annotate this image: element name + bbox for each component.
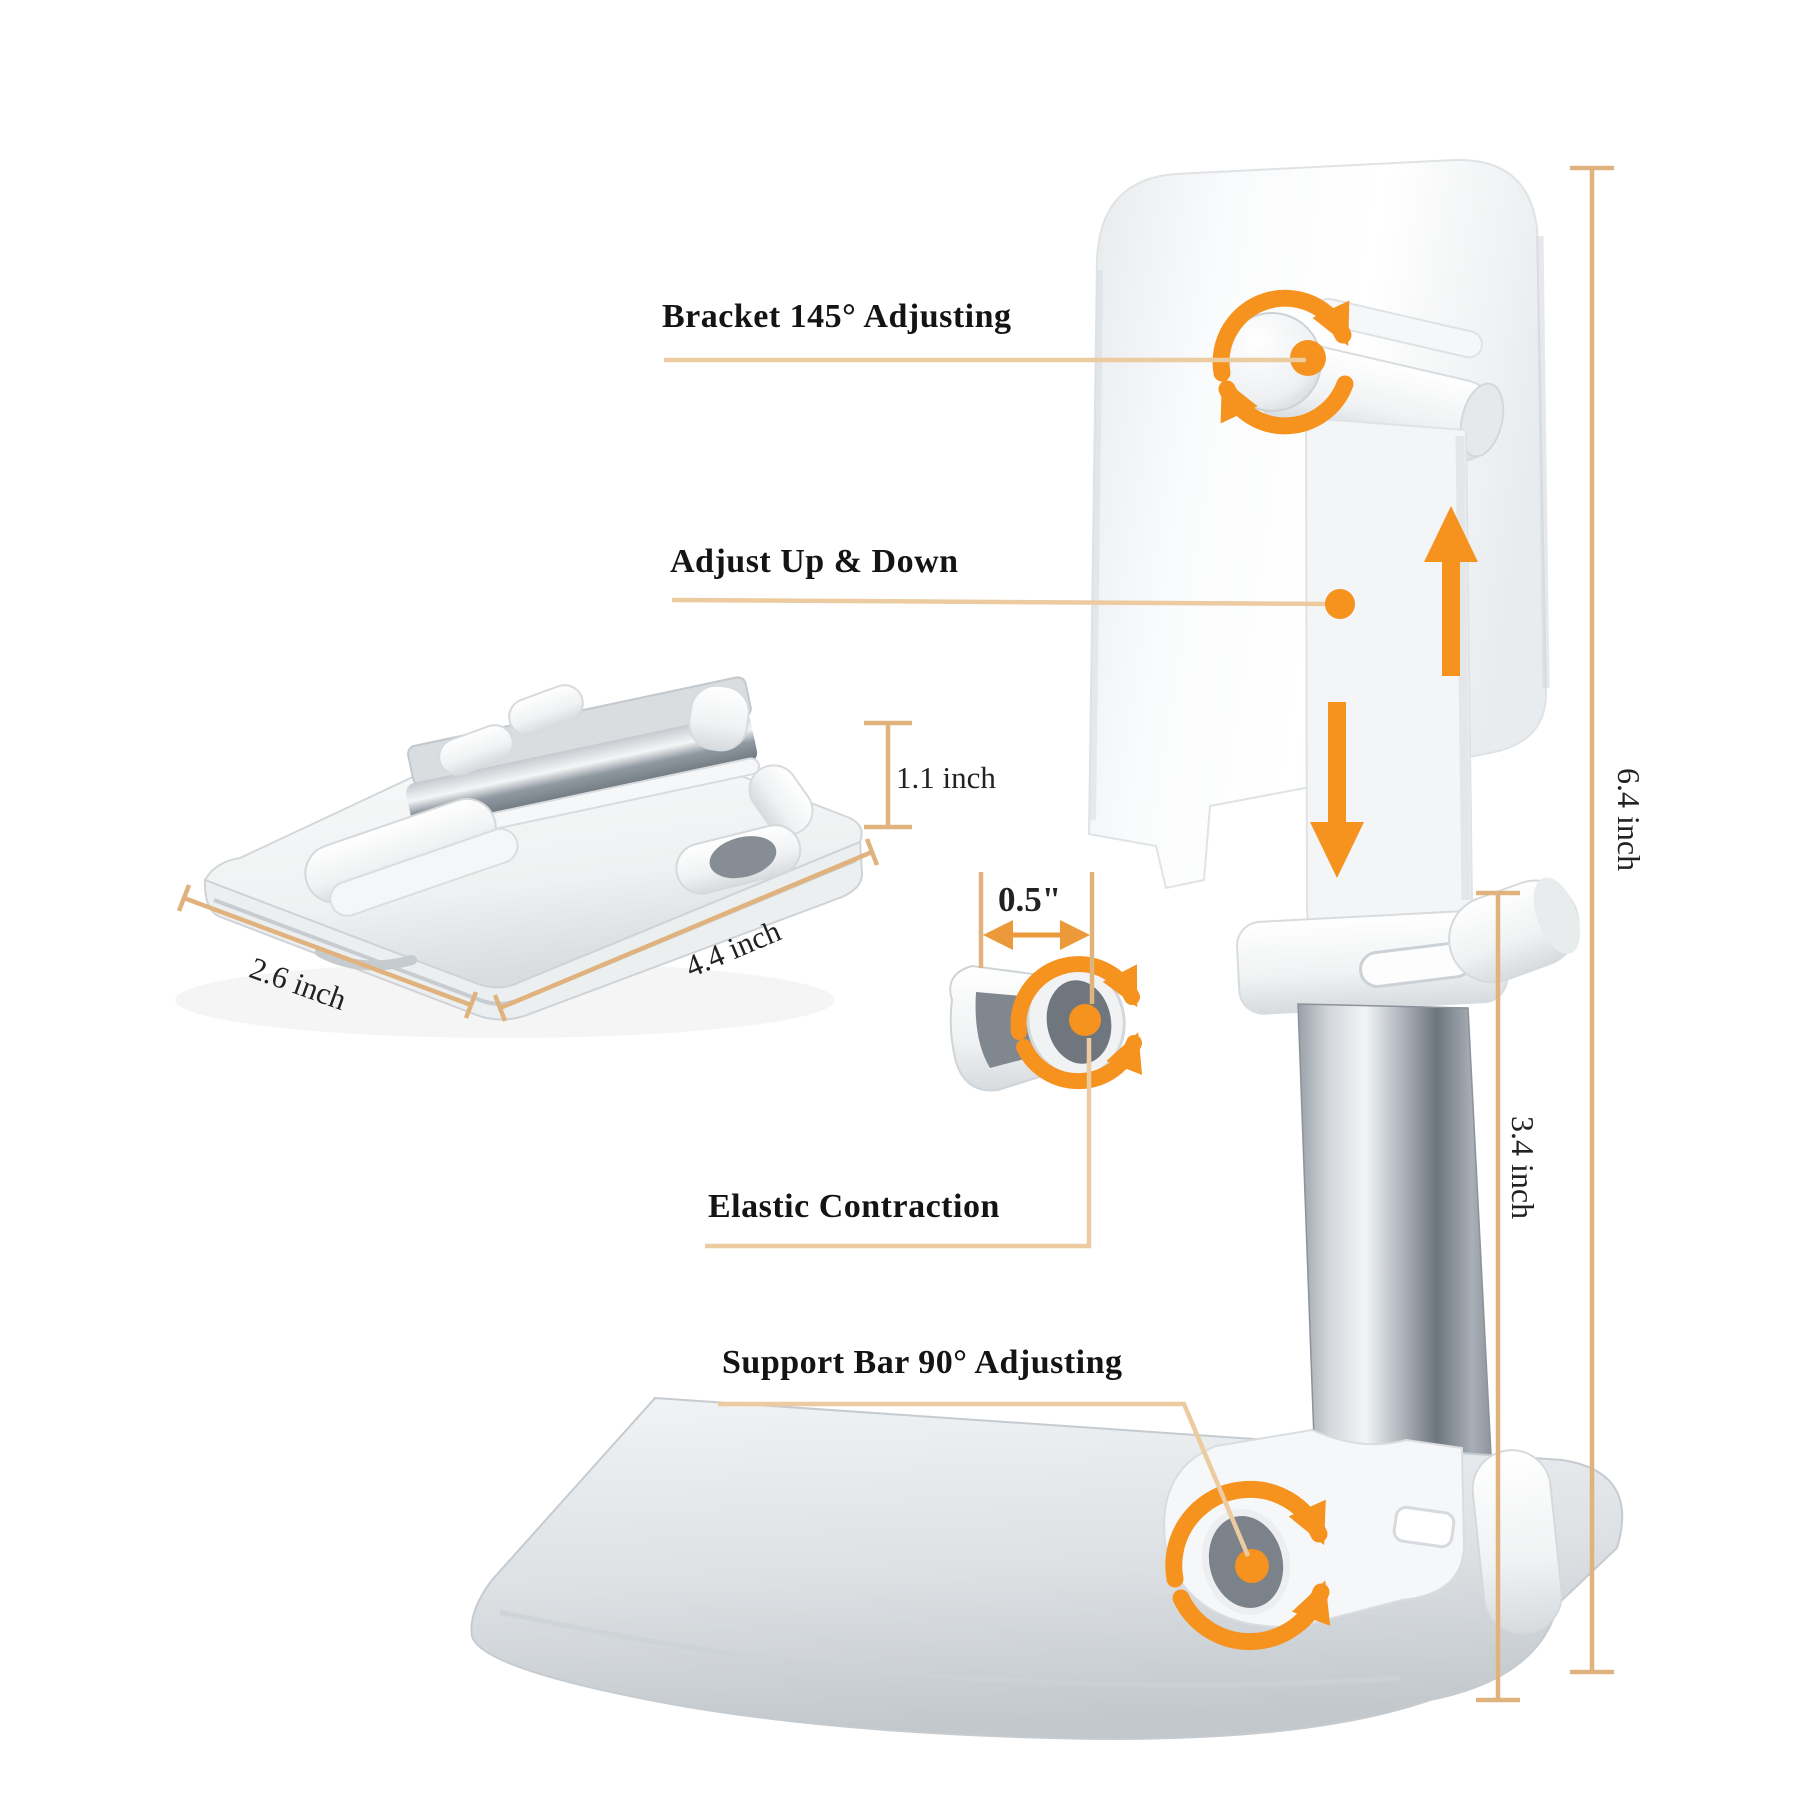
dimension-line-folded-depth <box>492 838 880 1022</box>
up-arrow <box>1424 506 1478 676</box>
annotation-adjust-label: Adjust Up & Down <box>670 543 959 580</box>
support-pivot-dot <box>1235 1549 1269 1583</box>
folded-feet <box>438 684 814 895</box>
adjust-leader <box>671 597 1339 607</box>
elastic-leader <box>705 1038 1092 1249</box>
folded-base-edge <box>203 840 864 1021</box>
collar-side-barrel <box>1448 877 1581 984</box>
adjust-pivot-dot <box>1325 589 1355 619</box>
hook-pivot-dot <box>1069 1004 1101 1036</box>
top-arm-endcap <box>1459 382 1505 458</box>
dimension-folded-height-label: 1.1 inch <box>896 760 996 795</box>
panel-right-shade <box>1536 235 1550 689</box>
down-arrow <box>1310 702 1364 878</box>
dimension-lower-height-label: 3.4 inch <box>1505 1116 1541 1220</box>
main-stand-render <box>470 158 1624 1740</box>
pole-collar <box>1235 909 1509 1015</box>
base-side-barrel <box>1471 1449 1563 1635</box>
pole-shade <box>1455 435 1471 901</box>
folded-leg <box>304 797 519 917</box>
dimension-line-folded-height <box>864 720 912 830</box>
dimension-overall-height-label: 6.4 inch <box>1611 768 1647 872</box>
annotation-elastic-label: Elastic Contraction <box>708 1188 1000 1225</box>
rotation-arrows-hook <box>1010 956 1143 1090</box>
annotation-support-label: Support Bar 90° Adjusting <box>722 1344 1123 1381</box>
folded-chrome-bar <box>406 676 760 847</box>
dimension-line-hook-travel <box>978 872 1095 1004</box>
dimension-lines <box>176 165 1614 1703</box>
folded-stand-render <box>175 676 864 1038</box>
bracket-pivot-dot <box>1290 340 1326 376</box>
dimension-hook-travel-label: 0.5" <box>998 880 1062 919</box>
dimension-line-lower-height <box>1476 890 1520 1703</box>
rotation-arrows-top-hinge <box>1212 289 1354 435</box>
base-latch-button <box>1392 1505 1456 1549</box>
support-leader <box>718 1401 1251 1557</box>
dimension-line-folded-width <box>176 884 479 1019</box>
dimension-line-overall-height <box>1570 165 1614 1675</box>
base-seam <box>499 1609 1401 1688</box>
annotation-bracket-label: Bracket 145° Adjusting <box>662 298 1012 335</box>
leader-lines <box>664 357 1339 1557</box>
rotation-arrows-base-hinge <box>1165 1480 1331 1651</box>
